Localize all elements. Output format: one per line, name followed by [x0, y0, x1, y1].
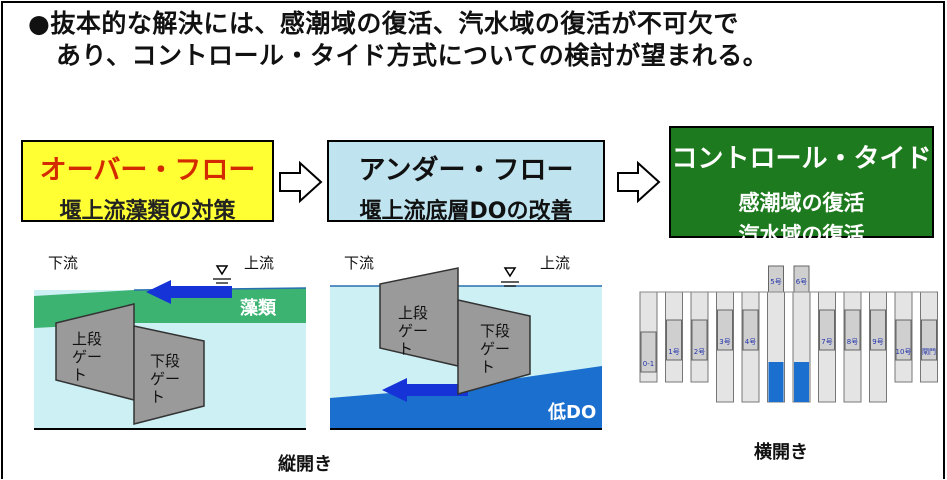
gate-bay: 3号 [716, 291, 734, 403]
water-level-marker-icon [215, 265, 229, 276]
headline: ●抜本的な解決には、感潮域の復活、汽水域の復活が不可欠で あり、コントロール・タ… [28, 8, 768, 72]
low-do-layer [330, 366, 602, 430]
overflow-title: オーバー・フロー [39, 155, 256, 186]
water-level-marker-icon [503, 267, 517, 278]
control-tide-subtitle-1: 感潮域の復活 [738, 191, 865, 215]
horizontal-opening-caption: 横開き [754, 442, 808, 463]
d1-upper-gate-label: 上段ゲート [72, 330, 103, 384]
gate-number-label: 0-1 [643, 360, 654, 368]
gate-number-label: 1号 [668, 348, 679, 356]
gate-bay: 5号 [767, 265, 785, 403]
underflow-stage-box: アンダー・フロー 堰上流底層DOの改善 [327, 140, 605, 224]
lower-gate-shape [457, 299, 531, 395]
gate-number-label: 2号 [694, 348, 705, 356]
d1-downstream-label: 下流 [48, 254, 79, 272]
gate-bay: 9号 [869, 291, 887, 403]
overflow-stage-box: オーバー・フロー 堰上流藻類の対策 [21, 140, 274, 224]
underflow-subtitle: 堰上流底層DOの改善 [359, 199, 573, 224]
gate-number-label: 10号 [896, 348, 912, 356]
gate-number-label: 5号 [770, 278, 781, 286]
gate-number-label: 9号 [872, 338, 883, 346]
gate-number-label: 3号 [719, 338, 730, 346]
d1-upstream-label: 上流 [244, 254, 275, 272]
gate-bay: 10号 [894, 291, 913, 383]
gate-bay: 6号 [792, 265, 811, 403]
d2-upper-gate-label: 上段ゲート [398, 304, 429, 358]
d2-lower-gate-label: 下段ゲート [480, 322, 511, 376]
gate-bay: 閘門 [920, 291, 938, 383]
gate-bay: 7号 [818, 291, 836, 403]
underflow-title: アンダー・フロー [358, 155, 574, 186]
control-tide-stage-box: コントロール・タイド 感潮域の復活 汽水域の復活 [669, 126, 934, 247]
d1-algae-label: 藻類 [240, 298, 276, 319]
horizontal-gates-diagram: 0-1 1号 2号 3号 4号 5号 6号 7号 8号 9号 10号 閘門 [639, 265, 938, 403]
stage-arrow-2-icon [617, 160, 661, 204]
gate-bay: 0-1 [639, 291, 658, 383]
gate-number-label: 8号 [847, 338, 858, 346]
stage-arrow-1-icon [279, 160, 323, 204]
overflow-subtitle: 堰上流藻類の対策 [59, 199, 236, 224]
d2-low-do-label: 低DO [548, 402, 597, 423]
headline-line1: ●抜本的な解決には、感潮域の復活、汽水域の復活が不可欠で [28, 9, 739, 38]
d2-upstream-label: 上流 [540, 254, 571, 272]
gate-bay: 2号 [690, 291, 709, 383]
flow-arrow-icon [146, 280, 232, 304]
underflow-gate-diagram [330, 267, 602, 430]
gate-number-label: 閘門 [922, 348, 936, 356]
gate-bay: 8号 [843, 291, 862, 403]
d1-lower-gate-label: 下段ゲート [150, 352, 181, 406]
overflow-gate-diagram [34, 265, 306, 430]
lower-gate-shape [133, 325, 205, 425]
gate-number-label: 4号 [745, 338, 756, 346]
control-tide-title: コントロール・タイド [671, 144, 932, 174]
control-tide-subtitle-2: 汽水域の復活 [738, 223, 865, 247]
gate-bay: 1号 [665, 291, 683, 383]
flow-arrow-icon [382, 378, 468, 402]
gate-bay: 4号 [741, 291, 760, 403]
gate-number-label: 7号 [821, 338, 832, 346]
vertical-opening-caption: 縦開き [278, 454, 332, 475]
gate-number-label: 6号 [796, 278, 807, 286]
d2-downstream-label: 下流 [344, 254, 375, 272]
headline-line2: あり、コントロール・タイド方式についての検討が望まれる。 [56, 41, 769, 70]
